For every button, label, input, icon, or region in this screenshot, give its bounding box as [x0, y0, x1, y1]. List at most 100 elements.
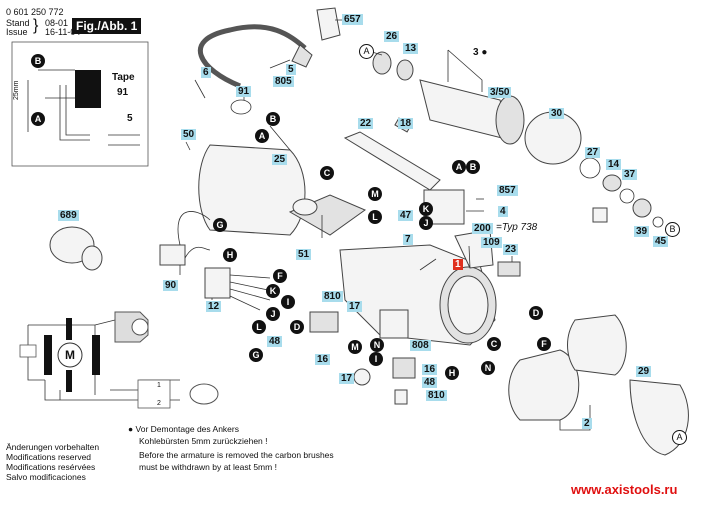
part-39[interactable]: 39 [634, 226, 650, 237]
callout-g-holder[interactable]: G [249, 348, 263, 362]
schematic-pos-2: 2 [157, 400, 161, 407]
callout-b-cable[interactable]: B [266, 112, 280, 126]
part-50[interactable]: 50 [181, 129, 197, 140]
callout-f-suppressor[interactable]: F [273, 269, 287, 283]
part-810-b[interactable]: 810 [426, 390, 447, 401]
inset-dimension: 25mm [13, 80, 20, 100]
callout-j-switch[interactable]: J [419, 216, 433, 230]
part-1[interactable]: 1 [453, 259, 463, 270]
callout-f-coil[interactable]: F [537, 337, 551, 351]
callout-d-holder[interactable]: D [290, 320, 304, 334]
part-90[interactable]: 90 [163, 280, 179, 291]
part-200[interactable]: 200 [472, 223, 493, 234]
plug [291, 44, 313, 68]
issue-value: 16-11-04 [45, 27, 81, 37]
spring-17b [353, 368, 371, 386]
part-2[interactable]: 2 [582, 418, 592, 429]
modifications-en: Modifications reserved [6, 452, 92, 462]
part-3[interactable]: 3 ● [473, 47, 487, 58]
power-cable [197, 24, 307, 89]
callout-m-module[interactable]: M [368, 187, 382, 201]
part-3-50[interactable]: 3/50 [488, 87, 512, 98]
callout-h-capacitor[interactable]: H [223, 248, 237, 262]
part-48-a[interactable]: 48 [267, 336, 283, 347]
callout-c-module[interactable]: C [320, 166, 334, 180]
inset-wiring [27, 69, 140, 146]
callout-n-coil[interactable]: N [481, 361, 495, 375]
part-13[interactable]: 13 [403, 43, 419, 54]
callout-m-holder[interactable]: M [348, 340, 362, 354]
part-29[interactable]: 29 [636, 366, 652, 377]
part-27[interactable]: 27 [585, 147, 601, 158]
part-12[interactable]: 12 [206, 301, 222, 312]
part-810-a[interactable]: 810 [322, 291, 343, 302]
part-30[interactable]: 30 [549, 108, 565, 119]
part-109[interactable]: 109 [481, 237, 502, 248]
part-805[interactable]: 805 [273, 76, 294, 87]
part-857[interactable]: 857 [497, 185, 518, 196]
callout-d-coil[interactable]: D [529, 306, 543, 320]
part-16-a[interactable]: 16 [315, 354, 331, 365]
callout-i-suppressor[interactable]: I [281, 295, 295, 309]
part-48-b[interactable]: 48 [422, 377, 438, 388]
modifications-de: Änderungen vorbehalten [6, 442, 100, 452]
part-808[interactable]: 808 [410, 340, 431, 351]
part-47[interactable]: 47 [398, 210, 414, 221]
nut-39 [632, 198, 652, 218]
callout-b-spindle[interactable]: B [665, 222, 680, 237]
callout-k-suppressor[interactable]: K [266, 284, 280, 298]
callout-h-holder[interactable]: H [445, 366, 459, 380]
callout-a-switch[interactable]: A [452, 160, 466, 174]
motor-cover [198, 144, 306, 236]
brush-810b [394, 389, 408, 405]
callout-l-module[interactable]: L [368, 210, 382, 224]
part-22[interactable]: 22 [358, 118, 374, 129]
part-18[interactable]: 18 [398, 118, 414, 129]
part-25[interactable]: 25 [272, 154, 288, 165]
washer-37 [619, 188, 635, 204]
part-26[interactable]: 26 [384, 31, 400, 42]
part-7[interactable]: 7 [403, 234, 413, 245]
armature-fan [495, 95, 525, 145]
inset-tape-label: Tape [112, 72, 135, 83]
callout-b-switch[interactable]: B [466, 160, 480, 174]
watermark-url[interactable]: www.axistools.ru [571, 482, 678, 497]
part-16-b[interactable]: 16 [422, 364, 438, 375]
callout-i-holder[interactable]: I [369, 352, 383, 366]
callout-c-coil[interactable]: C [487, 337, 501, 351]
part-45[interactable]: 45 [653, 236, 669, 247]
callout-g-capacitor[interactable]: G [213, 218, 227, 232]
part-6[interactable]: 6 [201, 67, 211, 78]
callout-l-suppressor[interactable]: L [252, 320, 266, 334]
part-number: 0 601 250 772 [6, 7, 64, 17]
part-51[interactable]: 51 [296, 249, 312, 260]
part-689[interactable]: 689 [58, 210, 79, 221]
gear-housing [524, 111, 582, 165]
part-4[interactable]: 4 [498, 206, 508, 217]
callout-k-switch[interactable]: K [419, 202, 433, 216]
part-23[interactable]: 23 [503, 244, 519, 255]
warning-de-line-1: Vor Demontage des Ankers [135, 424, 239, 434]
callout-a-baffle[interactable]: A [672, 430, 687, 445]
capacitor-90 [159, 244, 186, 266]
nut-45 [652, 216, 664, 228]
callout-j-suppressor[interactable]: J [266, 307, 280, 321]
button-23 [497, 261, 521, 277]
modifications-fr: Modifications resérvées [6, 462, 96, 472]
part-91[interactable]: 91 [236, 86, 252, 97]
part-37[interactable]: 37 [622, 169, 638, 180]
part-17-b[interactable]: 17 [339, 373, 355, 384]
part-17-a[interactable]: 17 [347, 301, 363, 312]
part-657[interactable]: 657 [342, 14, 363, 25]
stand-value: 08-01 [45, 18, 69, 28]
bracket-657 [316, 7, 341, 41]
part-5[interactable]: 5 [286, 64, 296, 75]
part-14[interactable]: 14 [606, 159, 622, 170]
callout-a-bearing[interactable]: A [359, 44, 374, 59]
callout-a-cable[interactable]: A [255, 129, 269, 143]
brush-holder-16a [309, 311, 339, 333]
gear-14 [602, 174, 622, 192]
warning-en-line-2: must be withdrawn by at least 5mm ! [139, 462, 277, 472]
callout-n-holder[interactable]: N [370, 338, 384, 352]
